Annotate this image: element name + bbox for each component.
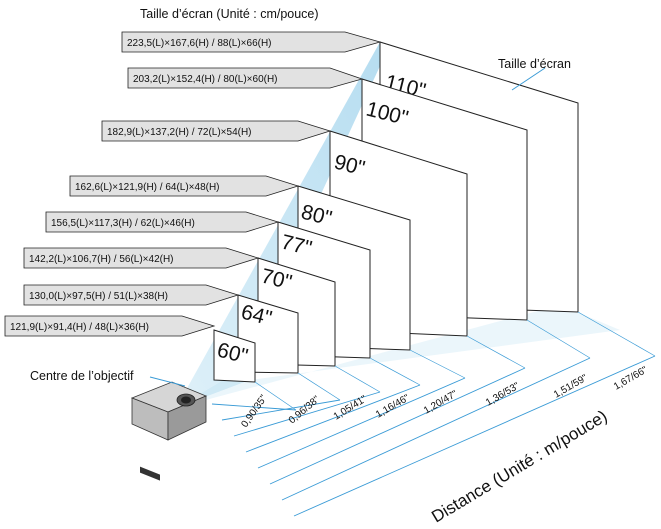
distance-label: 0,90/35" [239,393,269,430]
dims-label: 223,5(L)×167,6(H) / 88(L)×66(H) [127,38,272,49]
dims-label: 130,0(L)×97,5(H) / 51(L)×38(H) [29,291,168,302]
screen-size-callout: Taille d’écran [498,57,571,91]
dims-label: 182,9(L)×137,2(H) / 72(L)×54(H) [107,127,252,138]
distance-label: 1,20/47" [422,388,460,416]
lens-center-callout: Centre de l’objectif [30,369,186,387]
dims-70: 142,2(L)×106,7(H) / 56(L)×42(H) [23,247,260,269]
distance-lines [211,355,656,517]
dims-80: 162,6(L)×121,9(H) / 64(L)×48(H) [69,175,300,197]
lens-center-label: Centre de l’objectif [30,369,134,383]
diagram-title: Taille d’écran (Unité : cm/pouce) [140,7,319,21]
screen-size-callout-label: Taille d’écran [498,57,571,71]
distance-label: 1,36/53" [484,380,522,408]
size-label-group: 223,5(L)×167,6(H) / 88(L)×66(H) 203,2(L)… [4,31,382,337]
dims-label: 162,6(L)×121,9(H) / 64(L)×48(H) [75,182,220,193]
drop-lines [254,311,656,411]
distance-label: 1,67/66" [612,364,650,392]
projector-icon [130,381,208,481]
dims-77: 156,5(L)×117,3(H) / 62(L)×46(H) [45,211,280,233]
distance-label: 1,16/46" [374,392,412,420]
dims-110: 223,5(L)×167,6(H) / 88(L)×66(H) [121,31,382,53]
screen-60: 60" [213,329,256,383]
floor-beam [176,305,620,408]
distance-label: 1,51/59" [552,372,590,400]
dims-label: 121,9(L)×91,4(H) / 48(L)×36(H) [10,322,149,333]
dims-90: 182,9(L)×137,2(H) / 72(L)×54(H) [101,120,332,142]
dims-label: 156,5(L)×117,3(H) / 62(L)×46(H) [51,218,195,229]
dims-100: 203,2(L)×152,4(H) / 80(L)×60(H) [127,67,364,89]
dims-label: 142,2(L)×106,7(H) / 56(L)×42(H) [29,254,174,265]
distance-label: 1,05/41" [332,393,370,422]
distance-axis-label: Distance (Unité : m/pouce) [428,406,610,526]
dims-64: 130,0(L)×97,5(H) / 51(L)×38(H) [23,284,240,306]
screen-group: 110" 100" 90" 80" 77" 70" 64" 60" [213,41,579,383]
dims-60: 121,9(L)×91,4(H) / 48(L)×36(H) [4,315,216,337]
dims-label: 203,2(L)×152,4(H) / 80(L)×60(H) [133,74,278,85]
